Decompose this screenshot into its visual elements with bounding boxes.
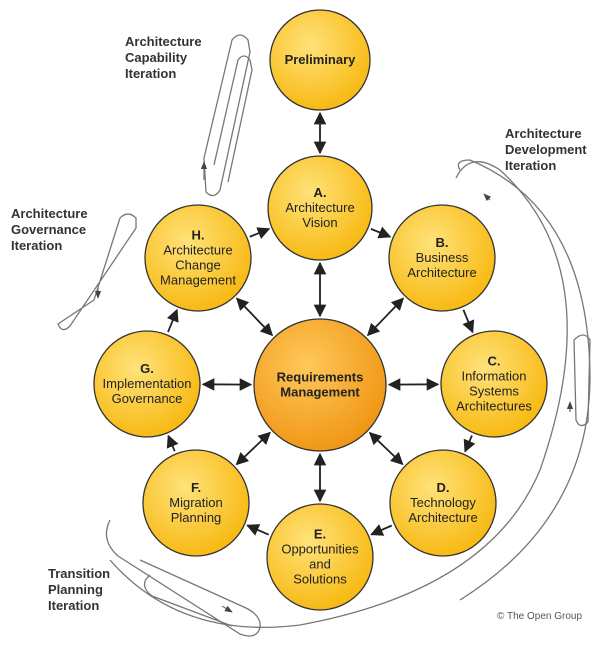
node-label-line: Change <box>175 258 221 273</box>
development-iteration-label: Architecture Development Iteration <box>505 126 587 174</box>
label-line: Iteration <box>125 66 177 81</box>
node-label-line: Management <box>160 273 236 288</box>
node-label-line: G. <box>140 361 154 376</box>
node-label-line: Preliminary <box>285 52 357 67</box>
node-label-line: and <box>309 557 331 572</box>
governance-loop <box>57 213 137 331</box>
node-circle <box>144 204 252 312</box>
label-line: Architecture <box>11 206 88 221</box>
node-label-line: B. <box>436 235 449 250</box>
h-a-arrow <box>249 227 271 239</box>
node-label-line: Systems <box>469 384 519 399</box>
center-f-arrow <box>235 431 271 466</box>
center-b-arrow <box>366 297 405 337</box>
node-circle <box>142 449 250 557</box>
capability-loop-outer <box>203 34 251 197</box>
label-line: Iteration <box>505 158 557 173</box>
f-g-arrow <box>166 434 179 452</box>
node-label-line: Architectures <box>456 399 532 414</box>
node-label-line: Business <box>416 250 469 265</box>
phase-preliminary-node: Preliminary <box>269 9 371 111</box>
label-line: Iteration <box>11 238 63 253</box>
node-circle <box>388 204 496 312</box>
node-label-line: D. <box>437 480 450 495</box>
node-circle <box>440 330 548 438</box>
center-d-arrow <box>368 431 404 466</box>
node-circle <box>269 9 371 111</box>
phase-nodes: RequirementsManagementPreliminaryA.Archi… <box>93 9 548 611</box>
node-label-line: E. <box>314 527 326 542</box>
node-label-line: Migration <box>169 495 222 510</box>
label-line: Governance <box>11 222 87 237</box>
e-f-arrow <box>246 524 270 536</box>
g-h-arrow <box>166 308 179 333</box>
node-circle <box>93 330 201 438</box>
label-line: Transition <box>48 566 111 581</box>
development-loop-arrow <box>483 193 492 202</box>
governance-iteration-label: Architecture Governance Iteration <box>11 206 88 254</box>
node-circle <box>266 503 374 611</box>
node-label-line: Opportunities <box>281 542 359 557</box>
label-line: Planning <box>48 582 103 597</box>
label-line: Architecture <box>505 126 582 141</box>
transition-loop-2 <box>143 574 233 627</box>
transition-iteration-label: Transition Planning Iteration <box>48 566 110 614</box>
label-line: Capability <box>125 50 188 65</box>
node-label-line: Architecture <box>163 243 232 258</box>
node-label-line: Management <box>280 385 360 400</box>
capability-iteration-label: Architecture Capability Iteration <box>125 34 202 82</box>
node-label-line: Technology <box>410 495 476 510</box>
node-label-line: A. <box>314 185 327 200</box>
node-label-line: Architecture <box>407 265 476 280</box>
node-label-line: Planning <box>171 510 222 525</box>
node-label-line: Architecture <box>285 200 354 215</box>
node-label-line: C. <box>488 354 501 369</box>
development-loop-arc-inner <box>457 159 591 601</box>
label-line: Architecture <box>125 34 202 49</box>
node-label-line: Solutions <box>293 572 347 587</box>
node-label-line: Vision <box>302 215 337 230</box>
node-circle <box>267 155 373 261</box>
a-b-arrow <box>370 226 392 239</box>
copyright-notice: © The Open Group <box>497 611 583 622</box>
label-line: Iteration <box>48 598 100 613</box>
node-label-line: F. <box>191 480 201 495</box>
capability-loop-inner <box>213 55 253 183</box>
label-line: Development <box>505 142 587 157</box>
node-circle <box>389 449 497 557</box>
node-circle <box>253 318 387 452</box>
d-e-arrow <box>370 524 393 536</box>
b-c-arrow <box>462 309 475 334</box>
c-d-arrow <box>463 435 476 453</box>
node-label-line: Architecture <box>408 510 477 525</box>
connectors <box>166 111 476 536</box>
transition-loop-arrow <box>221 605 233 613</box>
center-h-arrow <box>235 297 274 337</box>
node-label-line: Information <box>461 369 526 384</box>
development-small-loop <box>573 334 591 427</box>
iteration-loops <box>57 34 591 637</box>
transition-loop <box>105 519 261 637</box>
node-label-line: H. <box>192 228 205 243</box>
node-label-line: Governance <box>112 391 183 406</box>
node-label-line: Requirements <box>277 370 364 385</box>
node-label-line: Implementation <box>103 376 192 391</box>
